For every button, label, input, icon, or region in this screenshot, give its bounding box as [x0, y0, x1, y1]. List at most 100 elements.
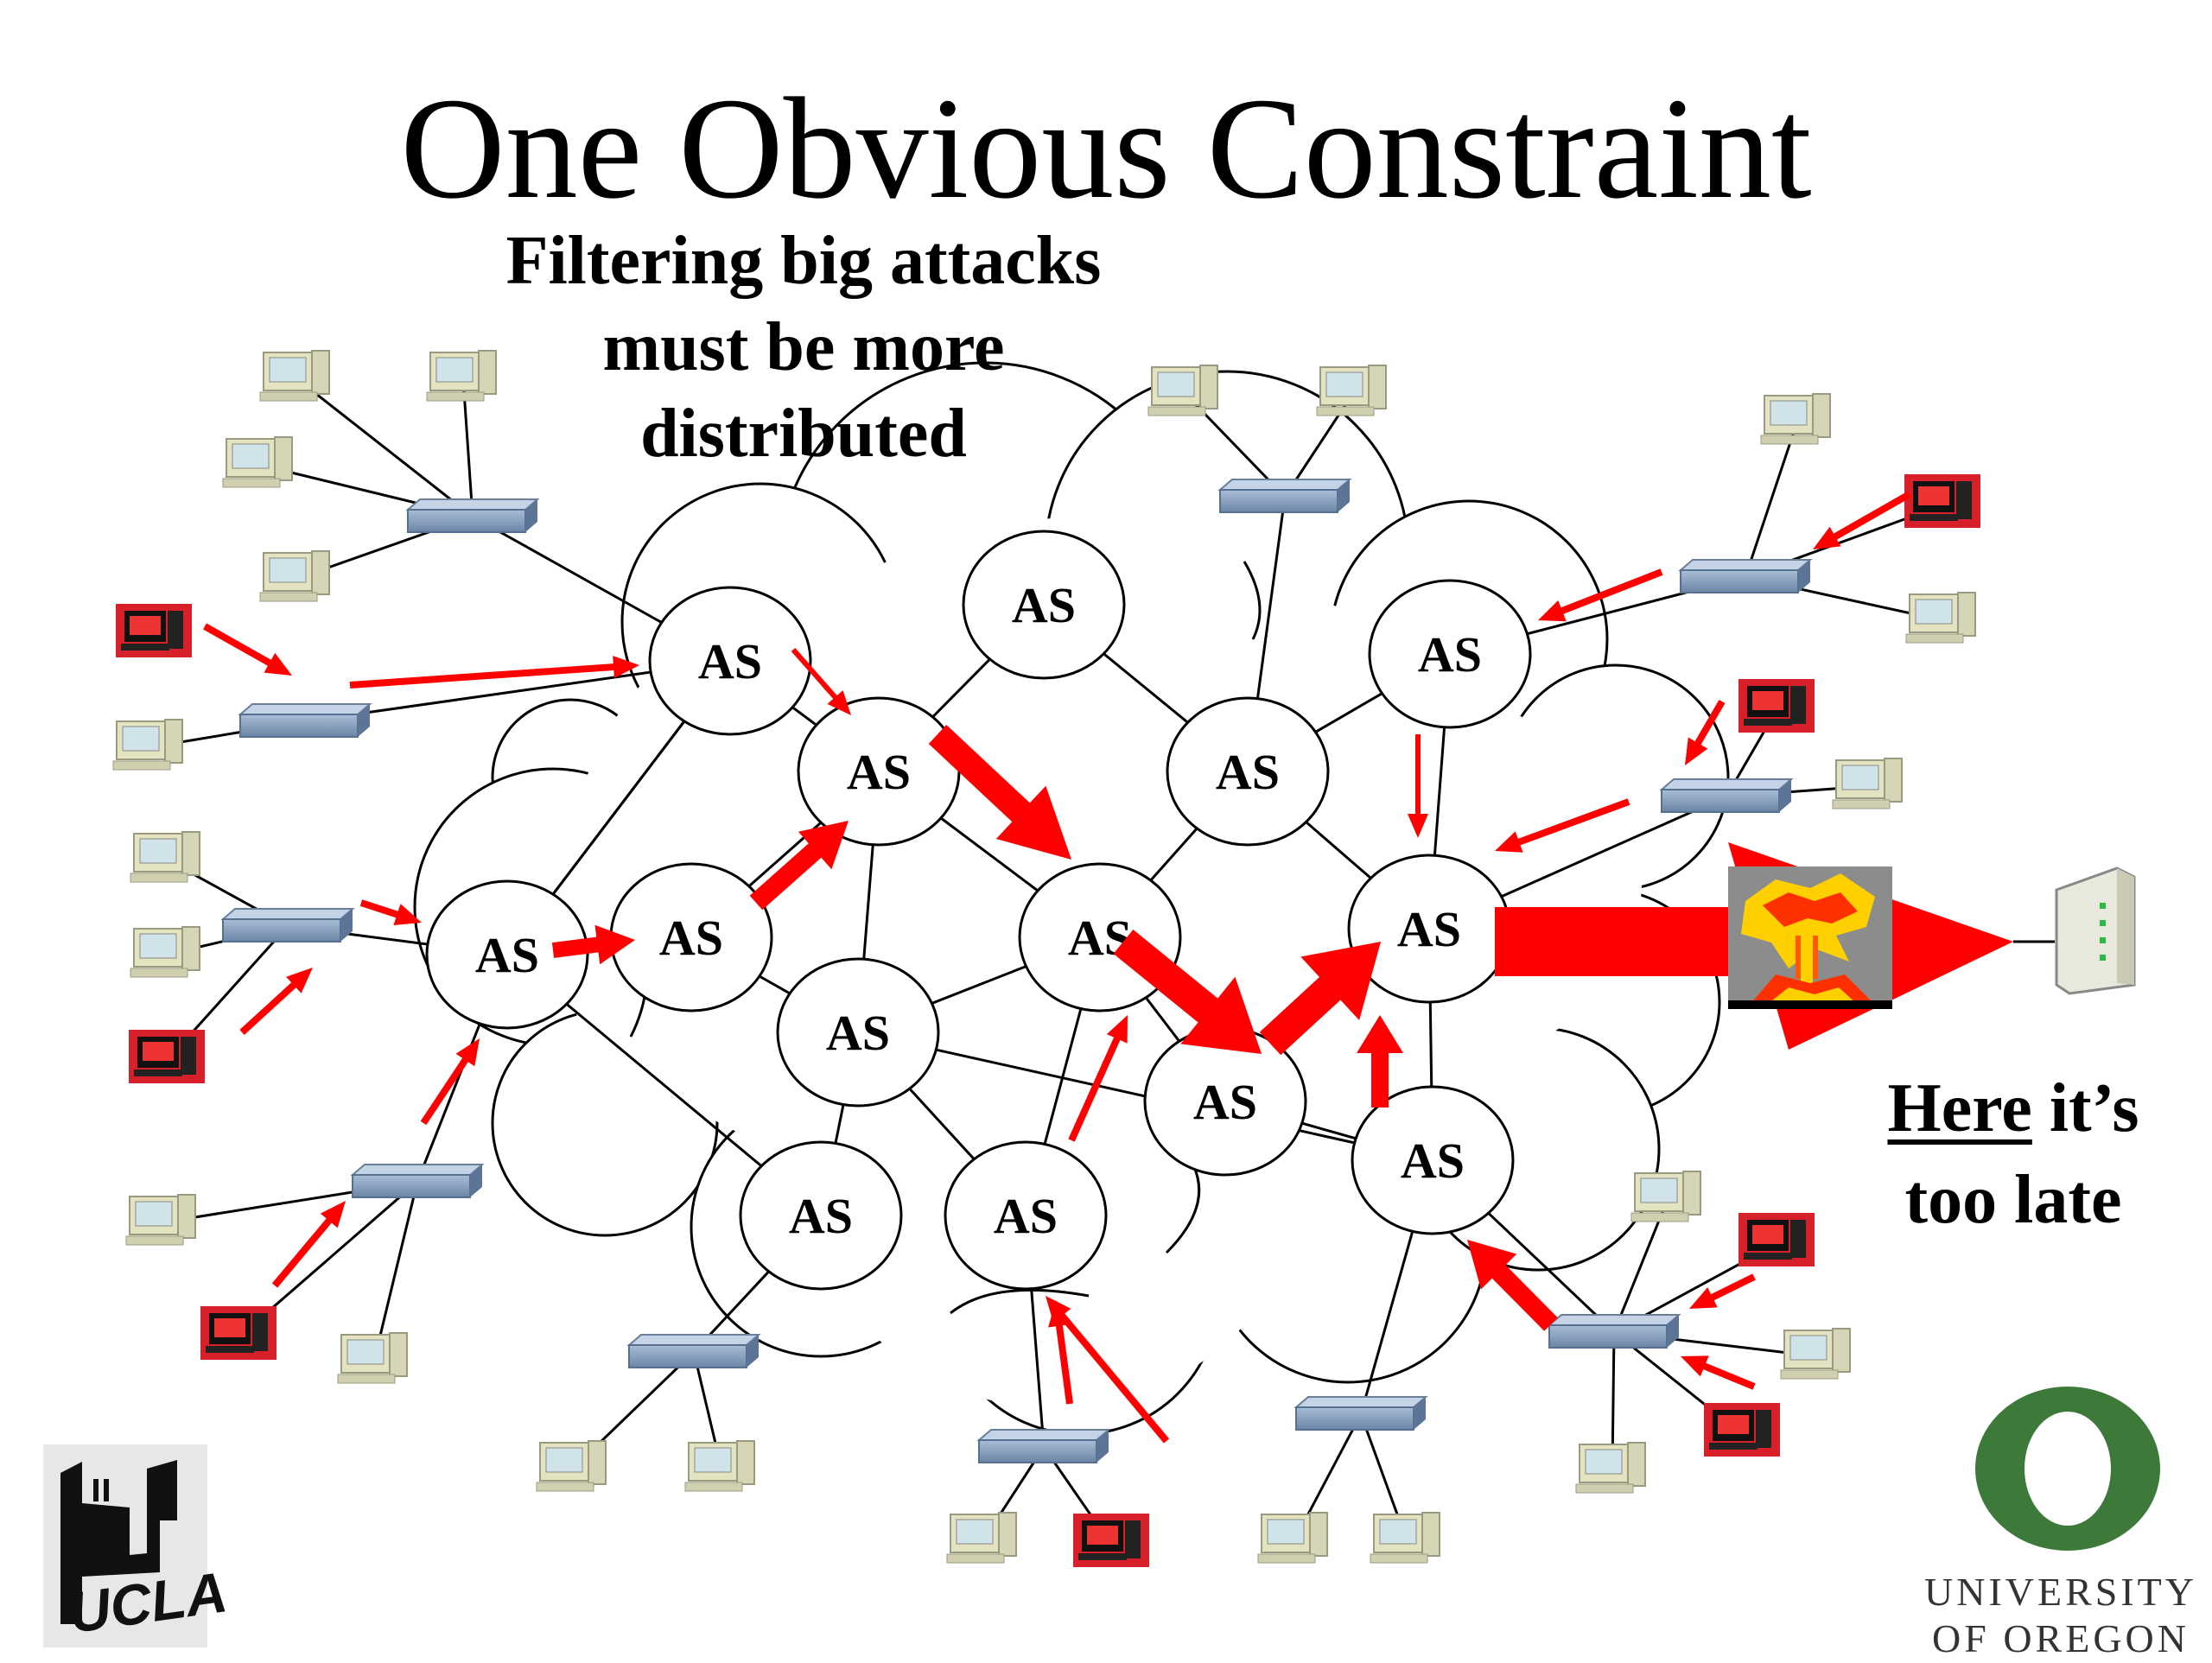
as-node-label: AS — [698, 633, 762, 689]
computer-icon — [946, 1512, 1017, 1564]
attack-arrow — [1689, 1273, 1756, 1309]
as-node: AS — [797, 696, 961, 847]
as-node-label: AS — [1216, 744, 1280, 800]
computer-icon — [1760, 393, 1831, 445]
computer-icon — [1316, 365, 1387, 416]
attack-arrow — [1048, 1300, 1073, 1405]
oregon-o-logo — [1975, 1387, 2160, 1551]
as-node: AS — [776, 957, 940, 1108]
as-node: AS — [1166, 696, 1330, 847]
computer-icon — [1905, 592, 1976, 644]
access-link — [296, 377, 474, 518]
as-node-label: AS — [847, 744, 911, 800]
as-node: AS — [1368, 579, 1532, 729]
attack-arrow — [1408, 734, 1428, 838]
computer-icon — [1832, 758, 1903, 809]
computers — [112, 350, 1980, 1567]
attack-arrow — [551, 924, 635, 965]
as-node: AS — [962, 530, 1126, 680]
attacker-computer-icon — [116, 604, 192, 657]
attacker-computer-icon — [1073, 1514, 1149, 1567]
attack-arrow — [1685, 700, 1726, 765]
computer-icon — [130, 831, 200, 883]
computer-icon — [1780, 1328, 1851, 1380]
attack-arrow — [1495, 798, 1630, 853]
as-node: AS — [739, 1140, 903, 1291]
oregon-logo-text: UNIVERSITY OF OREGON — [1910, 1569, 2212, 1662]
as-node: AS — [944, 1140, 1108, 1291]
as-node-label: AS — [826, 1005, 890, 1061]
attack-arrow — [420, 1038, 480, 1126]
as-node-label: AS — [659, 910, 723, 966]
attack-arrow — [349, 656, 639, 689]
router-icon — [1294, 1396, 1428, 1431]
attacker-computer-icon — [1704, 1403, 1780, 1457]
as-node: AS — [609, 862, 773, 1012]
computer-icon — [1257, 1512, 1328, 1564]
access-link — [1744, 421, 1799, 578]
computer-icon — [1147, 365, 1218, 416]
computer-icon — [259, 350, 330, 402]
computer-icon — [112, 719, 183, 771]
slide-title: One Obvious Constraint — [400, 68, 1812, 229]
as-node-label: AS — [1418, 626, 1482, 682]
computer-icon — [426, 350, 497, 402]
attack-arrow — [1113, 930, 1262, 1054]
as-node-label: AS — [789, 1188, 853, 1244]
attack-arrow — [1046, 1296, 1170, 1444]
computer-icon — [259, 550, 330, 602]
attacker-computer-icon — [1904, 474, 1980, 528]
router-icon — [976, 1429, 1111, 1463]
subtitle-line: must be more — [602, 309, 1005, 385]
computer-icon — [222, 436, 293, 488]
server-icon — [2013, 866, 2136, 995]
attack-arrow — [928, 725, 1071, 860]
router-icon — [1217, 479, 1352, 513]
as-node-label: AS — [1193, 1074, 1257, 1130]
explosion-icon — [1728, 866, 1892, 1009]
computer-icon — [130, 926, 200, 978]
subtitle-line: distributed — [640, 396, 967, 472]
router-icon — [405, 498, 540, 533]
computer-icon — [337, 1332, 408, 1384]
computer-icon — [125, 1194, 196, 1246]
attack-arrow — [791, 648, 851, 715]
attacker-computer-icon — [129, 1030, 205, 1083]
attack-arrow — [1538, 568, 1663, 622]
attack-arrow — [1068, 1015, 1128, 1142]
note-rest: it’s — [2031, 1070, 2139, 1146]
routers — [220, 479, 1813, 1463]
as-node: AS — [1018, 862, 1182, 1012]
router-icon — [1659, 778, 1794, 813]
attacker-computer-icon — [200, 1306, 276, 1360]
attack-arrow — [749, 821, 849, 911]
attack-arrow — [203, 623, 292, 676]
as-node-label: AS — [994, 1188, 1058, 1244]
attack-arrow — [1467, 1240, 1558, 1331]
router-icon — [626, 1334, 761, 1368]
ucla-logo: UCLA — [43, 1444, 231, 1647]
attack-arrow — [1681, 1355, 1756, 1390]
computer-icon — [536, 1440, 607, 1492]
note-underlined-word: Here — [1887, 1070, 2032, 1146]
router-icon — [238, 703, 372, 738]
as-node-label: AS — [475, 927, 539, 983]
as-node-label: AS — [1012, 577, 1076, 633]
router-icon — [220, 908, 355, 943]
computer-icon — [1575, 1442, 1646, 1494]
as-node: AS — [1351, 1085, 1515, 1235]
computer-icon — [684, 1440, 755, 1492]
as-node: AS — [425, 879, 589, 1030]
slide-subtitle: Filtering big attacks must be more distr… — [363, 218, 1244, 477]
computer-icon — [1630, 1171, 1701, 1222]
router-icon — [1547, 1314, 1681, 1349]
too-late-note: Here it’s too late — [1840, 1063, 2186, 1246]
attack-arrow — [1357, 1015, 1403, 1108]
attack-arrows — [203, 491, 1911, 1444]
attack-arrow — [271, 1201, 346, 1288]
access-link — [461, 378, 474, 517]
as-node-label: AS — [1401, 1133, 1465, 1189]
attack-arrow — [359, 899, 422, 925]
